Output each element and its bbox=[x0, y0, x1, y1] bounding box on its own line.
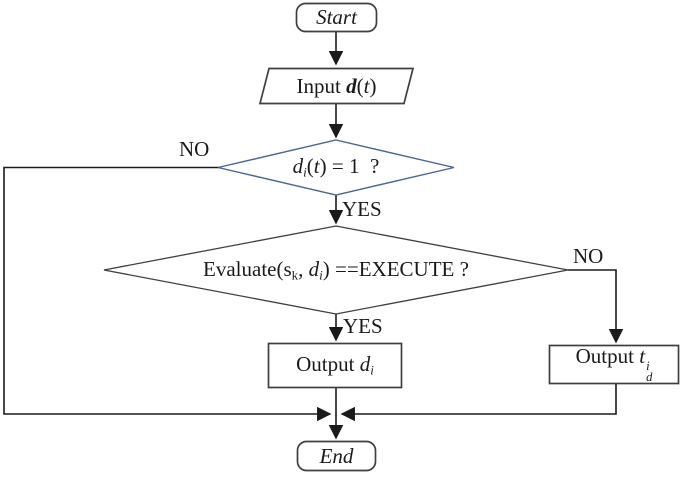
edge-decision2-no-to-output-t bbox=[568, 269, 624, 344]
start-node-shape bbox=[295, 2, 378, 33]
end-node-shape bbox=[296, 440, 377, 472]
input-node-shape bbox=[258, 67, 415, 105]
output-d-node-shape bbox=[267, 342, 403, 389]
output-t-node-shape bbox=[548, 344, 680, 385]
edge-decision1-no-loop bbox=[3, 166, 332, 422]
edge-output-t-to-merge bbox=[340, 384, 617, 422]
decision1-node-shape bbox=[217, 139, 455, 196]
decision2-node-shape bbox=[103, 225, 569, 315]
